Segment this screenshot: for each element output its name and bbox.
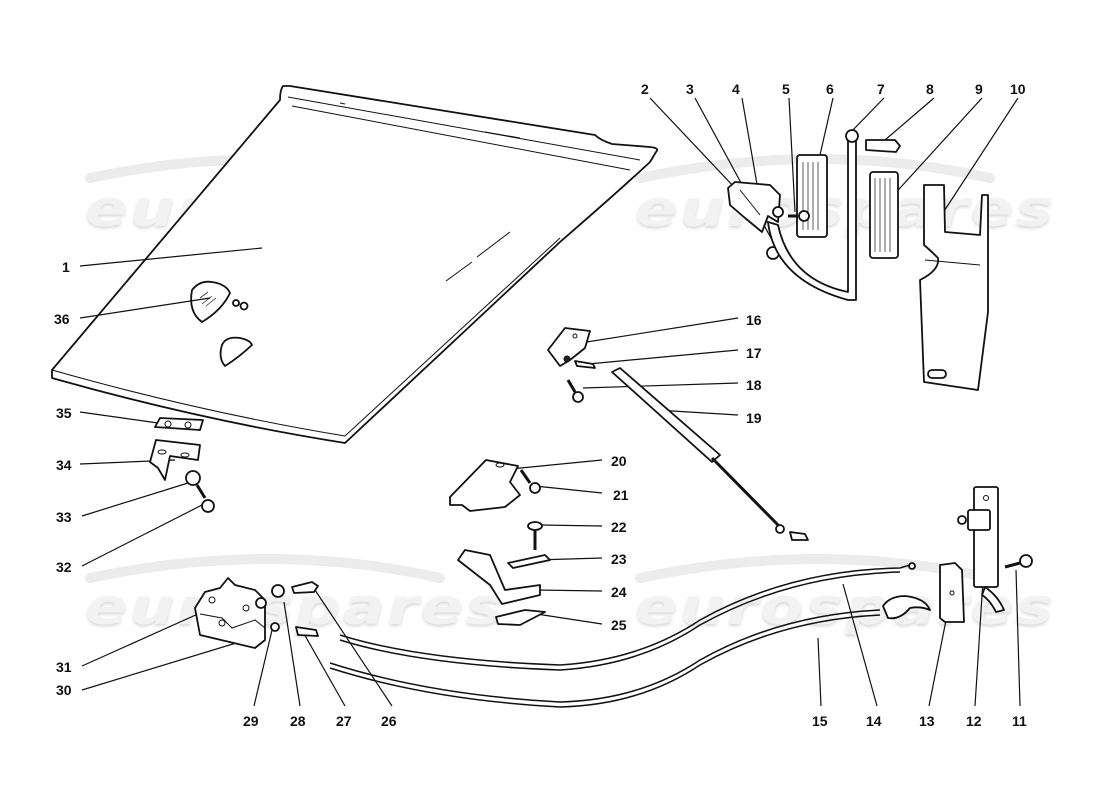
- callout-22: 22: [611, 519, 627, 535]
- callout-5: 5: [782, 81, 790, 97]
- plate-35: [154, 417, 204, 431]
- callout-2: 2: [641, 81, 649, 97]
- ball-stud-17: [574, 360, 596, 369]
- callout-4: 4: [732, 81, 740, 97]
- callout-15: 15: [812, 713, 828, 729]
- release-lever-12: [957, 486, 1005, 613]
- leader-lines: [79, 97, 1021, 707]
- screw-22: [527, 521, 543, 550]
- callout-26: 26: [381, 713, 397, 729]
- callout-34: 34: [56, 457, 72, 473]
- screw-11: [1004, 554, 1033, 569]
- callout-13: 13: [919, 713, 935, 729]
- callout-18: 18: [746, 377, 762, 393]
- callout-7: 7: [877, 81, 885, 97]
- callout-32: 32: [56, 559, 72, 575]
- screw-21: [519, 469, 541, 494]
- callout-16: 16: [746, 312, 762, 328]
- callout-19: 19: [746, 410, 762, 426]
- striker-bracket-34: [149, 439, 201, 481]
- callout-20: 20: [611, 453, 627, 469]
- callout-30: 30: [56, 682, 72, 698]
- hinge-assembly: [727, 129, 901, 301]
- hood-panel: [51, 85, 659, 444]
- bushing-29: [270, 622, 280, 632]
- lever-cover-13: [939, 562, 965, 623]
- callout-23: 23: [611, 551, 627, 567]
- callout-27: 27: [336, 713, 352, 729]
- adjuster-27: [295, 626, 319, 637]
- callout-29: 29: [243, 713, 259, 729]
- callout-3: 3: [686, 81, 694, 97]
- callout-1: 1: [62, 259, 70, 275]
- strut-bracket-16: [547, 327, 591, 367]
- callout-12: 12: [966, 713, 982, 729]
- plate-23: [507, 554, 551, 569]
- washer-28: [271, 584, 285, 598]
- latch-30-31: [194, 577, 267, 649]
- callout-11: 11: [1012, 713, 1027, 729]
- screw-18: [566, 379, 584, 403]
- hinge-cover-plate-10: [919, 184, 989, 391]
- callout-36: 36: [54, 311, 70, 327]
- striker-plate-20: [449, 459, 521, 512]
- callout-24: 24: [611, 584, 627, 600]
- callout-28: 28: [290, 713, 306, 729]
- callout-14: 14: [866, 713, 882, 729]
- emblem-badge: [190, 280, 253, 367]
- bolt-26: [291, 581, 319, 594]
- callout-21: 21: [613, 487, 629, 503]
- latch-hook-24: [457, 549, 541, 605]
- callout-9: 9: [975, 81, 983, 97]
- cable-15: [329, 595, 931, 708]
- callout-35: 35: [56, 405, 72, 421]
- callout-8: 8: [926, 81, 934, 97]
- callout-31: 31: [56, 659, 72, 675]
- cable-14: [339, 562, 916, 671]
- screw-32: [201, 499, 215, 513]
- plate-25: [495, 609, 546, 626]
- callout-10: 10: [1010, 81, 1026, 97]
- callout-17: 17: [746, 345, 762, 361]
- gas-strut-19: [611, 367, 809, 541]
- callout-33: 33: [56, 509, 72, 525]
- callout-6: 6: [826, 81, 834, 97]
- callout-25: 25: [611, 617, 627, 633]
- washer-33: [185, 470, 201, 486]
